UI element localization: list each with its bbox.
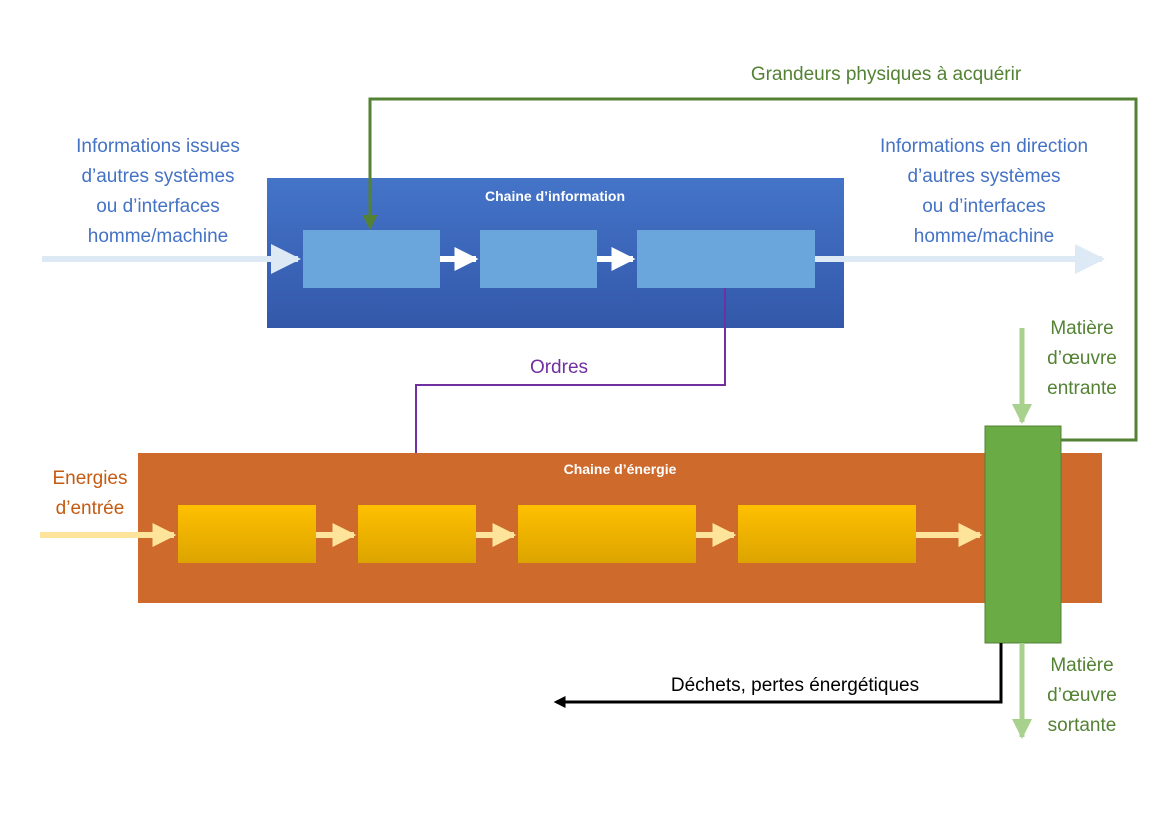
physical-quantities-label: Grandeurs physiques à acquérir: [751, 64, 1022, 85]
svg-text:Informations issues: Informations issues: [76, 136, 240, 157]
svg-text:Matière: Matière: [1050, 655, 1113, 676]
svg-text:ou d’interfaces: ou d’interfaces: [96, 196, 220, 217]
svg-text:d’autres systèmes: d’autres systèmes: [907, 166, 1060, 187]
svg-text:Informations en direction: Informations en direction: [880, 136, 1088, 157]
svg-text:d’œuvre: d’œuvre: [1047, 348, 1117, 369]
energy-chain-title: Chaine d’énergie: [564, 461, 677, 477]
info-block-2: [480, 230, 597, 288]
energy-block-3: [518, 505, 696, 563]
waste-label: Déchets, pertes énergétiques: [671, 675, 919, 696]
orders-label: Ordres: [530, 357, 588, 378]
matter-block: [984, 425, 1062, 644]
info-input-label: Informations issues d’autres systèmes ou…: [76, 136, 240, 247]
svg-text:sortante: sortante: [1048, 715, 1117, 736]
svg-text:Energies: Energies: [53, 468, 128, 489]
svg-text:d’autres systèmes: d’autres systèmes: [81, 166, 234, 187]
energy-block-1: [178, 505, 316, 563]
info-output-label: Informations en direction d’autres systè…: [880, 136, 1088, 247]
energy-block-4: [738, 505, 916, 563]
orders-line: [410, 288, 726, 506]
info-block-3: [637, 230, 815, 288]
svg-text:ou d’interfaces: ou d’interfaces: [922, 196, 1046, 217]
svg-text:homme/machine: homme/machine: [914, 226, 1054, 247]
matter-input-label: Matière d’œuvre entrante: [1047, 318, 1117, 399]
svg-text:homme/machine: homme/machine: [88, 226, 228, 247]
svg-text:Matière: Matière: [1050, 318, 1113, 339]
svg-text:entrante: entrante: [1047, 378, 1117, 399]
matter-output-label: Matière d’œuvre sortante: [1047, 655, 1117, 736]
information-chain-title: Chaine d’information: [485, 188, 625, 204]
energy-input-label: Energies d’entrée: [53, 468, 128, 519]
energy-block-2: [358, 505, 476, 563]
feedback-line: [362, 97, 1138, 442]
info-block-1: [303, 230, 440, 288]
waste-line: [553, 643, 1003, 708]
svg-text:d’entrée: d’entrée: [56, 498, 125, 519]
svg-text:d’œuvre: d’œuvre: [1047, 685, 1117, 706]
